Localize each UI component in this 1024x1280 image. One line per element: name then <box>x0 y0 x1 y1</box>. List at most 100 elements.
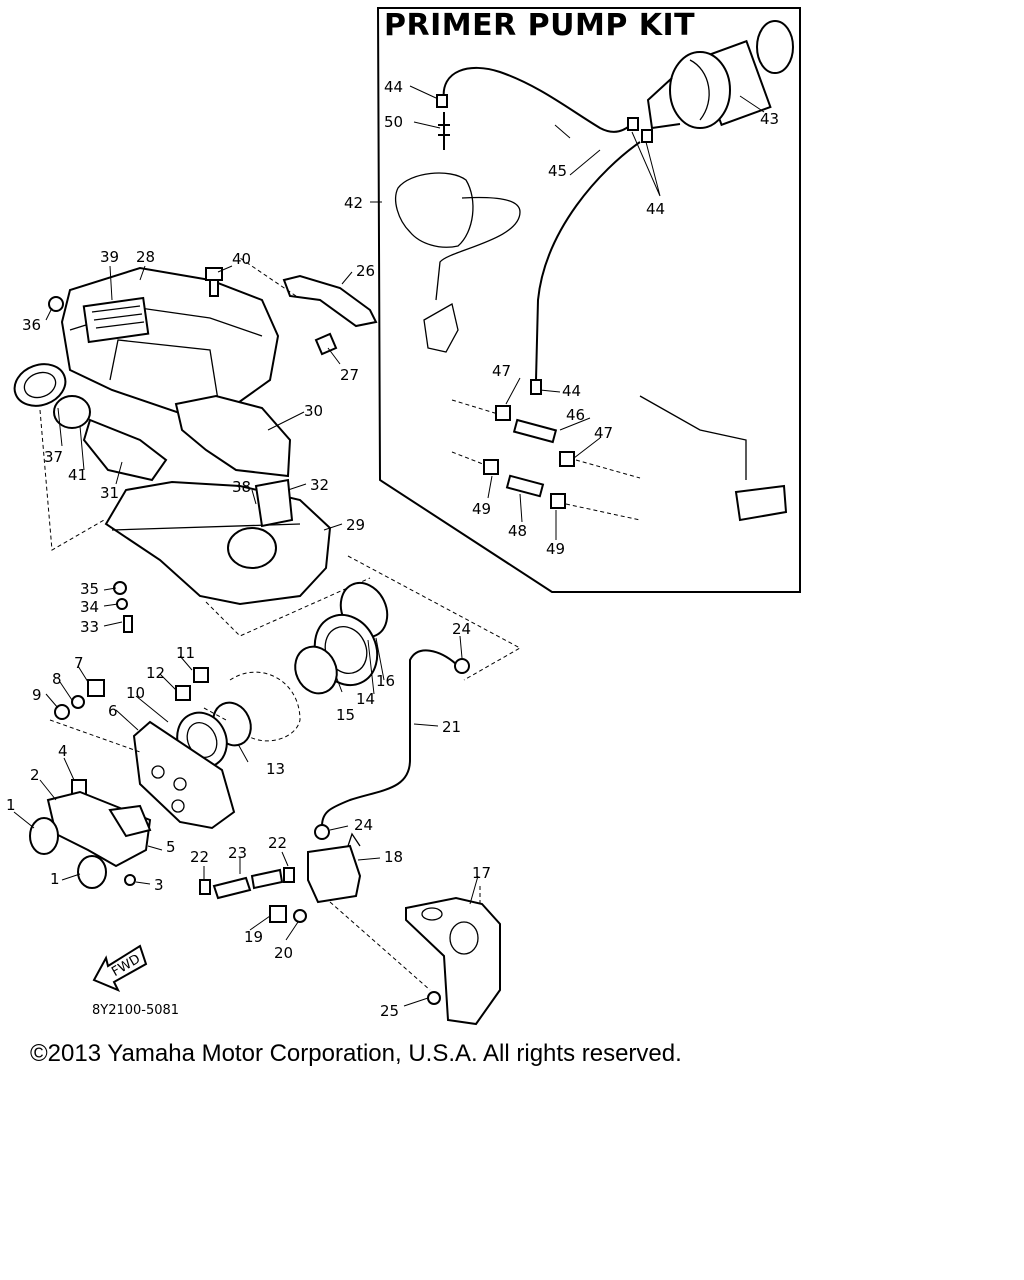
callout-36: 36 <box>22 316 41 334</box>
duct-31 <box>82 418 168 482</box>
callout-5: 5 <box>166 838 176 856</box>
callout-44: 44 <box>562 382 581 400</box>
primer-hose-45b <box>535 141 641 381</box>
callout-8: 8 <box>52 670 62 688</box>
callout-45: 45 <box>548 162 567 180</box>
callout-19: 19 <box>244 928 263 946</box>
callout-33: 33 <box>80 618 99 636</box>
nut-36 <box>48 296 64 312</box>
callout-40: 40 <box>232 250 251 268</box>
leader-lines <box>13 85 765 1007</box>
fwd-arrow: FWD <box>92 944 148 992</box>
callout-2: 2 <box>30 766 40 784</box>
plate-6 <box>132 720 236 830</box>
callout-31: 31 <box>100 484 119 502</box>
callout-15: 15 <box>336 706 355 724</box>
ring-41 <box>53 395 91 429</box>
bracket-26 <box>282 274 378 328</box>
callout-24: 24 <box>452 620 471 638</box>
bolt-33 <box>123 615 133 633</box>
primer-hose-45a <box>442 66 633 133</box>
callout-labels: 44 50 42 45 43 44 47 44 46 47 49 48 49 3… <box>6 78 779 1020</box>
callout-39: 39 <box>100 248 119 266</box>
fitting-44-top <box>436 94 448 108</box>
filter-18 <box>307 844 362 904</box>
callout-16: 16 <box>376 672 395 690</box>
primer-kit-frame <box>376 7 801 593</box>
callout-47: 47 <box>594 424 613 442</box>
callout-49: 49 <box>472 500 491 518</box>
callout-26: 26 <box>356 262 375 280</box>
callout-17: 17 <box>472 864 491 882</box>
callout-42: 42 <box>344 194 363 212</box>
clip-22a <box>199 879 211 895</box>
duct-30 <box>174 394 292 478</box>
airbox-base-29 <box>104 480 332 606</box>
clip-47-left <box>495 405 511 421</box>
airbox-dashes <box>39 257 522 681</box>
bracket-17 <box>405 896 501 1026</box>
callout-23: 23 <box>228 844 247 862</box>
callout-13: 13 <box>266 760 285 778</box>
label-39 <box>82 296 150 344</box>
callout-50: 50 <box>384 113 403 131</box>
callout-32: 32 <box>310 476 329 494</box>
carburetor-42 <box>395 172 474 248</box>
copyright-notice: ©2013 Yamaha Motor Corporation, U.S.A. A… <box>30 1040 682 1067</box>
washer-8 <box>71 695 85 709</box>
bolt-27 <box>314 332 338 356</box>
washer-20 <box>293 909 307 923</box>
callout-14: 14 <box>356 690 375 708</box>
callout-49: 49 <box>546 540 565 558</box>
hose-21 <box>321 649 457 827</box>
kit-leader <box>639 395 747 480</box>
callout-43: 43 <box>760 110 779 128</box>
airbox-cover-28 <box>60 266 280 422</box>
clip-24-mid <box>314 824 330 840</box>
callout-30: 30 <box>304 402 323 420</box>
callout-37: 37 <box>44 448 63 466</box>
bolt-11 <box>193 667 209 683</box>
flap-32 <box>254 478 294 528</box>
bolt-40 <box>205 267 223 297</box>
clip-49-right <box>550 493 566 509</box>
callout-24: 24 <box>354 816 373 834</box>
tee-48 <box>505 474 545 498</box>
fuel-dashes <box>329 884 481 991</box>
washer-34 <box>116 598 128 610</box>
callout-11: 11 <box>176 644 195 662</box>
clip-24-top <box>454 658 470 674</box>
callout-10: 10 <box>126 684 145 702</box>
callout-38: 38 <box>232 478 251 496</box>
clip-47-right <box>559 451 575 467</box>
gasket-5 <box>108 804 152 838</box>
callout-3: 3 <box>154 876 164 894</box>
fitting-44-mid <box>530 379 542 395</box>
bolt-7 <box>87 679 105 697</box>
callout-41: 41 <box>68 466 87 484</box>
fitting-44-right-b <box>641 129 653 143</box>
callout-9: 9 <box>32 686 42 704</box>
nut-25 <box>427 991 441 1005</box>
callout-47: 47 <box>492 362 511 380</box>
callout-6: 6 <box>108 702 118 720</box>
callout-44: 44 <box>646 200 665 218</box>
callout-29: 29 <box>346 516 365 534</box>
tube-23 <box>212 868 284 900</box>
primer-bulb <box>734 484 788 522</box>
callout-22: 22 <box>268 834 287 852</box>
callout-27: 27 <box>340 366 359 384</box>
gasket-1b <box>77 855 107 889</box>
callout-12: 12 <box>146 664 165 682</box>
clip-49-left <box>483 459 499 475</box>
kit-bracket <box>423 303 459 353</box>
kit-hose-right <box>565 459 641 521</box>
callout-35: 35 <box>80 580 99 598</box>
clip-22b <box>283 867 295 883</box>
callout-7: 7 <box>74 654 84 672</box>
callout-21: 21 <box>442 718 461 736</box>
bolt-12 <box>175 685 191 701</box>
callout-18: 18 <box>384 848 403 866</box>
callout-28: 28 <box>136 248 155 266</box>
callout-20: 20 <box>274 944 293 962</box>
